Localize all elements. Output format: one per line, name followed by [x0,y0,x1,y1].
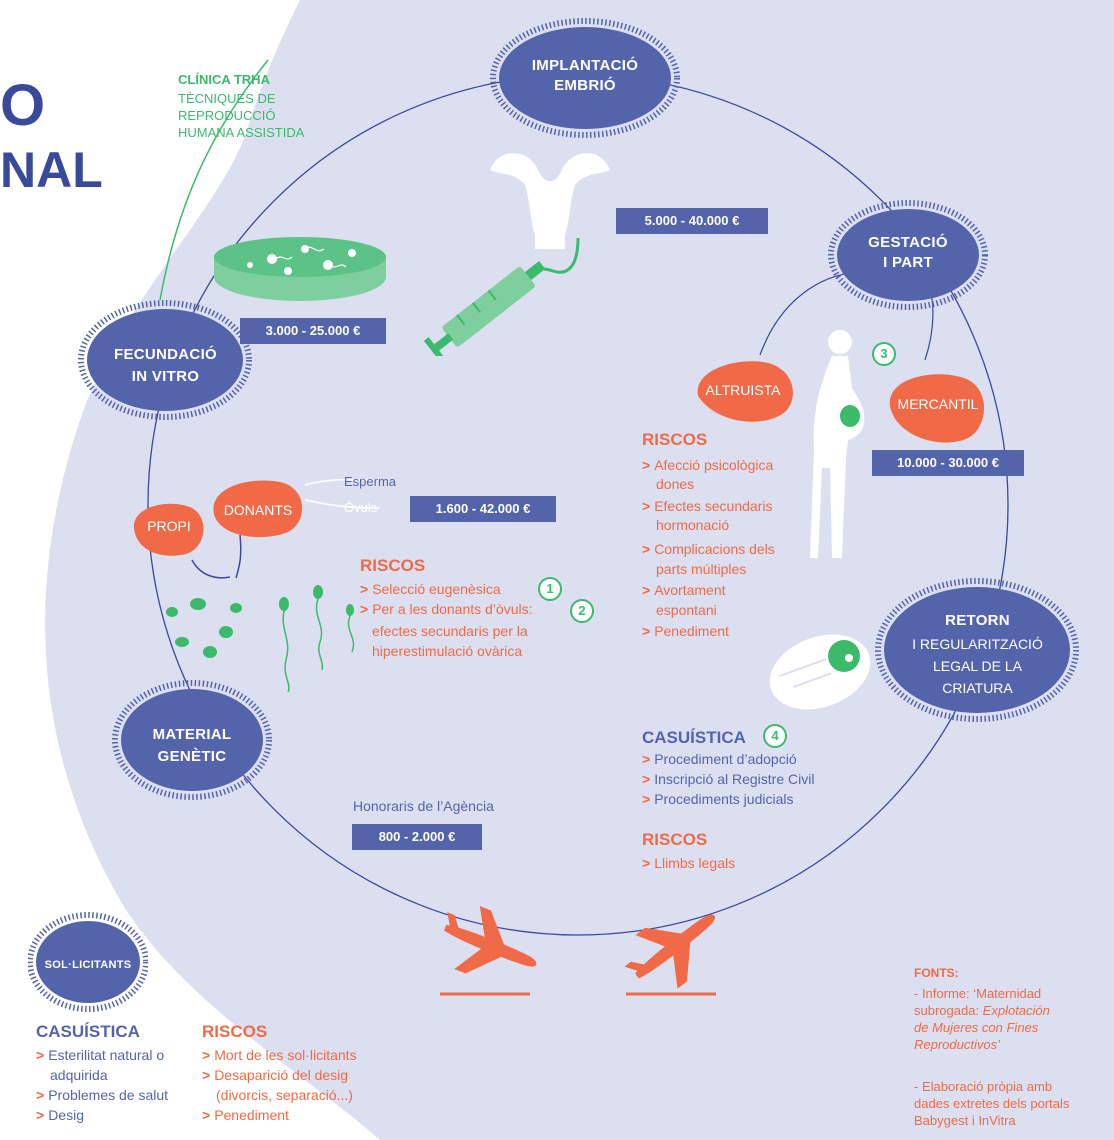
riscos-retorn-title: RISCOS [642,830,708,849]
riscos-sollicitants-item: >Mort de les sol·licitants [202,1047,357,1063]
pregnant-woman-icon [810,330,865,558]
ovum-icon [166,598,242,658]
fonts-line: Babygest i InVitra [914,1113,1016,1128]
riscos-sollicitants-item-cont: (divorcis, separació...) [216,1087,353,1103]
fonts-line: - Informe: ‘Maternidad [914,986,1042,1001]
airplane-landing-icon [624,914,716,996]
propi-label: PROPI [147,518,191,534]
riscos-gestacio-item-cont: hormonació [656,517,730,533]
casuistica-sollicitants-title: CASUÍSTICA [36,1022,140,1041]
riscos-material-title: RISCOS [360,556,426,575]
baby-icon [769,634,871,710]
fonts-line: de Mujeres con Fines [914,1020,1039,1035]
node-badge-sollicitants [28,912,148,1012]
riscos-gestacio-title: RISCOS [642,430,708,449]
node-material-line1: MATERIAL [152,726,232,743]
node-badge-retorn [875,578,1079,722]
riscos-gestacio-item: >Complicacions dels [642,541,775,557]
casuistica-sollicitants-item: >Desig [36,1107,84,1123]
propi-blob [133,503,204,556]
node-fecundacio-line1: FECUNDACIÓ [114,346,217,363]
petri-dish-icon [214,237,386,301]
airplane-takeoff-icon [440,905,537,996]
clinic-line: TÈCNIQUES DE [178,91,276,106]
casuistica-retorn-item: >Inscripció al Registre Civil [642,771,815,787]
donants-blob [213,480,303,538]
mercantil-blob [889,374,984,443]
sperm-icon [279,585,355,693]
node-sollicitants: SOL·LICITANTS [44,959,132,971]
agencia-label: Honoraris de l’Agència [353,798,494,814]
node-implantacio-line2: EMBRIÓ [554,77,616,94]
fonts-line: dades extretes dels portals [914,1096,1070,1111]
page-title-line2: NAL [0,142,103,198]
node-fecundacio-line2: IN VITRO [131,368,200,385]
casuistica-retorn-item: >Procediments judicials [642,791,794,807]
clinic-title: CLÍNICA TRHA [178,72,270,87]
riscos-gestacio-item-cont: parts múltiples [656,561,747,577]
casuistica-sollicitants-item: >Problemes de salut [36,1087,169,1103]
node-retorn-line: I REGULARITZACIÓ [912,636,1043,652]
altruista-blob [697,361,793,422]
marker-1: 1 [538,577,562,601]
riscos-material-item-cont: efectes secundaris per la [372,623,528,639]
price-fecundacio: 3.000 - 25.000 € [240,318,386,344]
riscos-gestacio-item: >Avortament [642,582,726,598]
marker-3: 3 [872,342,896,366]
price-donants: 1.600 - 42.000 € [410,496,556,522]
node-retorn-line: CRIATURA [942,680,1013,696]
node-gestacio-line2: I PART [883,254,933,271]
node-badge-gestacio [828,200,988,310]
fonts-title: FONTS: [914,966,959,980]
riscos-sollicitants-item: >Penediment [202,1107,289,1123]
price-agencia: 800 - 2.000 € [352,824,482,850]
node-retorn-line: LEGAL DE LA [933,658,1022,674]
node-badge-implantacio [490,18,680,138]
mercantil-label: MERCANTIL [897,396,979,412]
donor-ovuls: Òvuls [344,500,378,515]
node-material-line2: GENÈTIC [157,748,227,765]
uterus-icon [490,153,610,249]
riscos-sollicitants-item: >Desaparició del desig [202,1067,349,1083]
riscos-material-item: >Per a les donants d’òvuls: [360,601,533,617]
riscos-gestacio-item-cont: espontani [656,602,717,618]
clinic-line: HUMANA ASSISTIDA [178,125,305,140]
altruista-label: ALTRUISTA [705,382,781,398]
donants-label: DONANTS [223,502,293,518]
casuistica-retorn-title: CASUÍSTICA [642,728,746,747]
page-title-line1: O [0,73,46,138]
riscos-material-item: >Selecció eugenèsica [360,581,501,597]
casuistica-sollicitants-item-cont: adquirida [50,1067,108,1083]
riscos-gestacio-item: >Efectes secundaris [642,498,773,514]
riscos-retorn-item: >Llimbs legals [642,855,736,871]
fonts-line: subrogada: Explotación [914,1003,1050,1018]
riscos-gestacio-item: >Afecció psicològica [642,457,774,473]
marker-4: 4 [763,724,787,748]
node-gestacio-line1: GESTACIÓ [868,234,948,251]
donor-esperma: Esperma [344,474,397,489]
node-badge-fecundacio [78,300,252,420]
riscos-gestacio-item: >Penediment [642,623,729,639]
fonts-line: - Elaboració pròpia amb [914,1079,1053,1094]
price-gestacio: 10.000 - 30.000 € [872,450,1024,476]
price-implantacio: 5.000 - 40.000 € [616,208,768,234]
riscos-sollicitants-title: RISCOS [202,1022,268,1041]
casuistica-sollicitants-item: >Esterilitat natural o [36,1047,165,1063]
riscos-gestacio-item-cont: dones [656,476,695,492]
riscos-material-item-cont: hiperestimulació ovàrica [372,643,523,659]
clinic-line: REPRODUCCIÓ [178,108,276,123]
fonts-line: Reproductivos’ [914,1037,1000,1052]
syringe-icon [423,237,580,356]
node-implantacio-line1: IMPLANTACIÓ [531,57,639,74]
node-badge-material [112,680,272,800]
marker-2: 2 [570,599,594,623]
casuistica-retorn-item: >Procediment d’adopció [642,751,797,767]
node-retorn-title: RETORN [945,612,1010,629]
